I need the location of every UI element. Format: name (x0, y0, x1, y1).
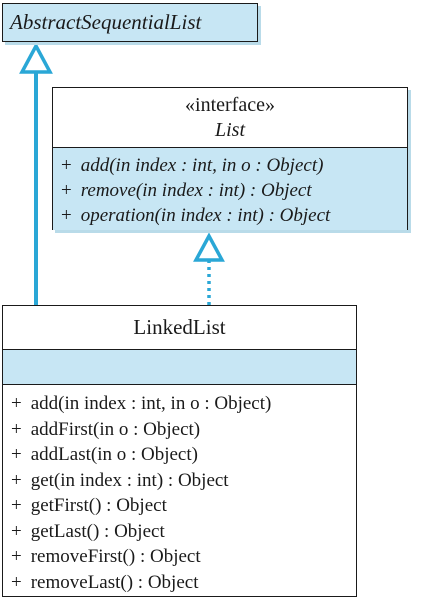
visibility-symbol: + (61, 155, 72, 176)
class-header: LinkedList (3, 306, 356, 350)
interface-stereotype: «interface» (185, 93, 275, 116)
realization-arrowhead (193, 232, 225, 262)
visibility-symbol: + (61, 180, 72, 201)
operation-signature: add(in index : int, in o : Object) (80, 155, 324, 176)
operation-signature: add(in index : int, in o : Object) (30, 393, 272, 414)
operation-signature: addFirst(in o : Object) (30, 418, 201, 440)
visibility-symbol: + (11, 495, 22, 516)
abstract-class-box: AbstractSequentialList (2, 3, 258, 42)
class-operation: + removeLast() : Object (11, 570, 356, 596)
abstract-class-name: AbstractSequentialList (10, 10, 202, 34)
operation-signature: get(in index : int) : Object (30, 469, 229, 491)
interface-operations: + add(in index : int, in o : Object) + rem… (53, 148, 407, 230)
class-operation: + get(in index : int) : Object (11, 468, 356, 494)
visibility-symbol: + (11, 469, 22, 491)
operation-signature: addLast(in o : Object) (30, 444, 198, 465)
operation-signature: operation(in index : int) : Object (80, 205, 331, 226)
visibility-symbol: + (11, 520, 22, 542)
interface-name: List (214, 118, 246, 141)
class-operation: + addLast(in o : Object) (11, 442, 356, 468)
operation-signature: removeLast() : Object (30, 571, 199, 593)
visibility-symbol: + (61, 205, 72, 226)
class-operations: + add(in index : int, in o : Object) + add… (3, 385, 356, 595)
visibility-symbol: + (11, 393, 22, 414)
class-name: LinkedList (133, 315, 226, 339)
operation-signature: getFirst() : Object (30, 495, 167, 516)
visibility-symbol: + (11, 444, 22, 465)
interface-operation: + remove(in index : int) : Object (61, 178, 407, 203)
interface-box: «interface» List + add(in index : int, in… (52, 87, 408, 230)
class-operation: + getFirst() : Object (11, 493, 356, 519)
generalization-arrowhead (19, 42, 53, 74)
operation-signature: getLast() : Object (30, 520, 165, 542)
class-operation: + removeFirst() : Object (11, 544, 356, 570)
visibility-symbol: + (11, 571, 22, 593)
class-box: LinkedList + add(in index : int, in o : O… (2, 305, 357, 597)
interface-operation: + operation(in index : int) : Object (61, 203, 407, 228)
visibility-symbol: + (11, 546, 22, 567)
operation-signature: removeFirst() : Object (30, 546, 201, 567)
visibility-symbol: + (11, 418, 22, 440)
interface-operation: + add(in index : int, in o : Object) (61, 153, 407, 178)
class-operation: + getLast() : Object (11, 519, 356, 545)
operation-signature: remove(in index : int) : Object (80, 180, 312, 201)
class-operation: + addFirst(in o : Object) (11, 417, 356, 443)
class-attributes-compartment (3, 350, 356, 385)
interface-header: «interface» List (53, 88, 407, 148)
class-operation: + add(in index : int, in o : Object) (11, 391, 356, 417)
